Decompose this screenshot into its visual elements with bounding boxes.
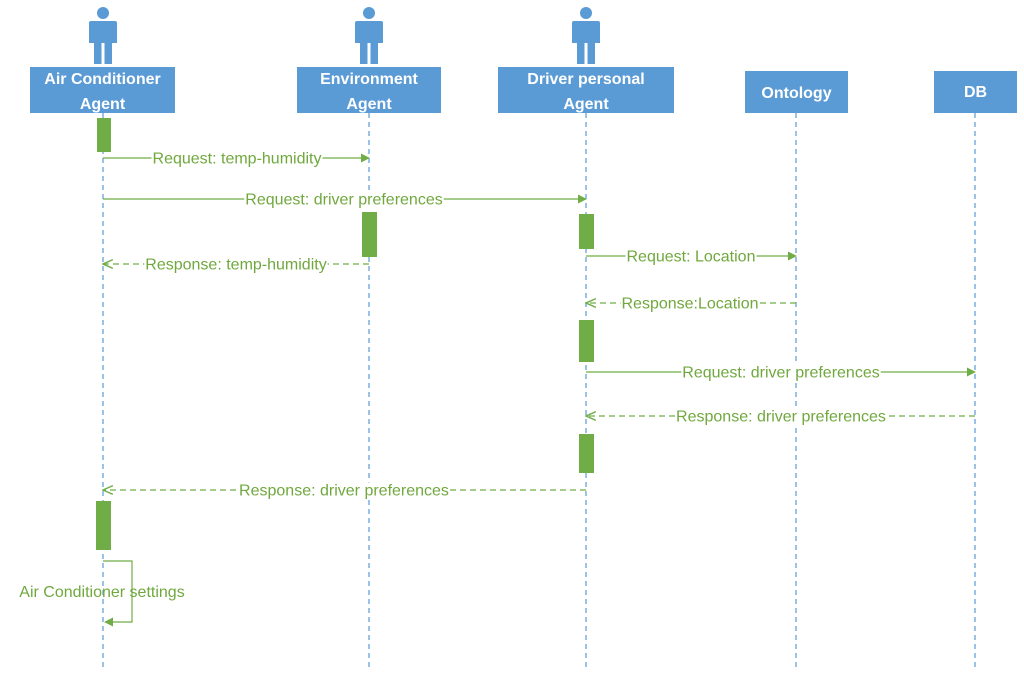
message-label: Response: temp-humidity — [145, 257, 326, 274]
activation-bar — [579, 434, 594, 473]
actor-label: Environment — [320, 71, 418, 88]
label-background — [151, 150, 323, 168]
actor-label: DB — [964, 84, 987, 101]
actor-box — [745, 71, 848, 113]
label-background — [244, 191, 444, 209]
label-background — [675, 408, 887, 426]
activation-bar — [96, 501, 111, 550]
actor-box — [498, 67, 674, 113]
actor-label: Agent — [346, 96, 392, 113]
actor-label: Agent — [563, 96, 609, 113]
message-arrow — [103, 560, 133, 627]
message-label: Response: driver preferences — [239, 483, 449, 500]
actors: Air ConditionerAgentEnvironmentAgentDriv… — [30, 7, 1017, 113]
message-request: Request: driver preferences — [103, 191, 587, 209]
activation-bar — [362, 212, 377, 257]
message-response: Response: temp-humidity — [103, 256, 369, 274]
label-background — [625, 248, 757, 266]
actor-label: Air Conditioner — [44, 71, 160, 88]
actor-ont: Ontology — [745, 71, 848, 113]
label-background — [681, 364, 881, 382]
person-icon — [89, 7, 117, 64]
label-background — [144, 256, 328, 274]
actor-db: DB — [934, 71, 1017, 113]
message-label: Air Conditioner settings — [19, 584, 184, 601]
message-label: Response: driver preferences — [676, 409, 886, 426]
activation-bars — [96, 118, 594, 550]
message-label: Request: driver preferences — [245, 192, 442, 209]
actor-label: Driver personal — [527, 71, 644, 88]
message-label: Request: driver preferences — [682, 365, 879, 382]
person-icon — [355, 7, 383, 64]
message-request: Request: temp-humidity — [103, 150, 370, 168]
message-request: Request: Location — [586, 248, 797, 266]
label-background — [238, 482, 450, 500]
activation-bar — [579, 214, 594, 249]
lifelines — [102, 113, 976, 670]
message-response: Response: driver preferences — [103, 482, 586, 500]
message-label: Response:Location — [622, 296, 759, 313]
label-background — [620, 295, 760, 313]
actor-box — [297, 67, 441, 113]
person-icon — [572, 7, 600, 64]
actor-label: Agent — [80, 96, 126, 113]
actor-box — [934, 71, 1017, 113]
actor-box — [30, 67, 175, 113]
message-label: Request: Location — [627, 249, 756, 266]
actor-label: Ontology — [761, 85, 831, 102]
message-response: Response:Location — [586, 295, 796, 313]
message-request: Request: driver preferences — [586, 364, 976, 382]
activation-bar — [579, 320, 594, 362]
message-response: Response: driver preferences — [586, 408, 975, 426]
message-label: Request: temp-humidity — [153, 151, 322, 168]
activation-bar — [97, 118, 111, 152]
message-self: Air Conditioner settings — [19, 560, 185, 627]
